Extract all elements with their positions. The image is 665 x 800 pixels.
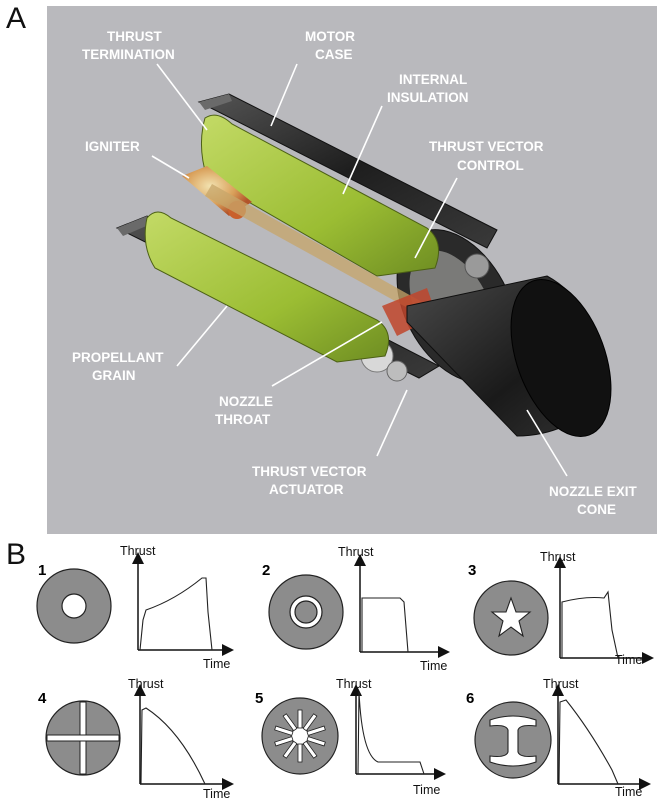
motor-case-upper xyxy=(197,93,498,249)
leader-lines xyxy=(151,63,568,477)
label-propellant-grain-2: GRAIN xyxy=(92,368,136,383)
propellant-lower xyxy=(144,211,390,363)
grain-6-y-label: Thrust xyxy=(543,677,579,691)
grain-2-curve xyxy=(361,597,409,653)
grain-3-number: 3 xyxy=(468,562,477,579)
motor-cutaway-drawing: THRUST TERMINATION MOTOR CASE INTERNAL I… xyxy=(72,29,638,517)
label-internal-insulation-1: INTERNAL xyxy=(399,72,467,87)
grain-6-dogbone xyxy=(489,715,537,767)
grain-3: Thrust Time xyxy=(473,550,654,667)
label-igniter: IGNITER xyxy=(85,139,140,154)
grain-3-curve xyxy=(561,590,619,659)
label-thrust-vector-control-2: CONTROL xyxy=(457,158,524,173)
grain-5-number: 5 xyxy=(255,690,264,707)
grain-2-y-label: Thrust xyxy=(338,545,374,559)
grain-3-x-label: Time xyxy=(615,653,642,667)
grain-5: Thrust Time xyxy=(261,677,446,797)
grain-5-y-label: Thrust xyxy=(336,677,372,691)
label-motor-case-2: CASE xyxy=(315,47,353,62)
label-thrust-vector-actuator-1: THRUST VECTOR xyxy=(252,464,367,479)
grain-6-curve xyxy=(558,699,619,785)
grain-5-curve xyxy=(357,691,425,775)
label-motor-case-1: MOTOR xyxy=(305,29,355,44)
label-nozzle-exit-cone-2: CONE xyxy=(577,502,616,517)
grain-1: Thrust Time xyxy=(36,544,234,671)
grain-5-x-label: Time xyxy=(413,783,440,797)
grain-4-y-label: Thrust xyxy=(128,677,164,691)
grain-2: Thrust Time xyxy=(268,545,450,673)
grain-panel: Thrust Time Thrust Time Thrust Time Thru… xyxy=(36,544,654,800)
label-nozzle-throat-1: NOZZLE xyxy=(219,394,273,409)
label-nozzle-throat-2: THROAT xyxy=(215,412,271,427)
grain-1-x-label: Time xyxy=(203,657,230,671)
grain-6: Thrust Time xyxy=(474,677,651,799)
grain-1-curve xyxy=(139,577,213,651)
grain-4: Thrust Time xyxy=(45,677,234,800)
bore xyxy=(205,184,422,312)
grain-5-slots xyxy=(274,709,326,763)
panel-b-letter: B xyxy=(6,538,27,571)
grain-4-number: 4 xyxy=(38,690,47,707)
label-thrust-termination-1: THRUST xyxy=(107,29,162,44)
grain-2-x-label: Time xyxy=(420,659,447,673)
grain-1-y-label: Thrust xyxy=(120,544,156,558)
grain-4-curve xyxy=(140,707,206,785)
grain-3-y-label: Thrust xyxy=(540,550,576,564)
panel-a-letter: A xyxy=(6,2,27,35)
grain-4-x-label: Time xyxy=(203,787,230,800)
label-thrust-vector-actuator-2: ACTUATOR xyxy=(269,482,344,497)
grain-3-star xyxy=(490,596,532,638)
label-thrust-vector-control-1: THRUST VECTOR xyxy=(429,139,544,154)
label-nozzle-exit-cone-1: NOZZLE EXIT xyxy=(549,484,638,499)
grain-1-number: 1 xyxy=(38,562,47,579)
grain-2-number: 2 xyxy=(262,562,271,579)
grain-6-x-label: Time xyxy=(615,785,642,799)
label-thrust-termination-2: TERMINATION xyxy=(82,47,175,62)
label-internal-insulation-2: INSULATION xyxy=(387,90,469,105)
propellant-upper xyxy=(201,114,440,277)
label-propellant-grain-1: PROPELLANT xyxy=(72,350,164,365)
grain-6-number: 6 xyxy=(466,690,475,707)
